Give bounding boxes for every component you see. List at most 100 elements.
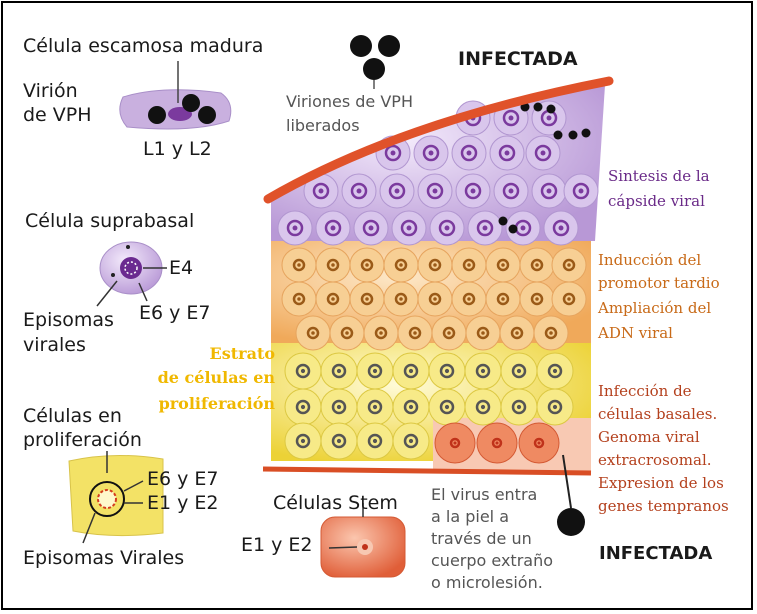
label-episomas-virales: Episomas Virales: [23, 548, 184, 569]
label-infection-6: genes tempranos: [598, 498, 729, 515]
label-virus-entry-3: través de un: [431, 530, 532, 548]
label-infection-5: Expresion de los: [598, 475, 724, 492]
purple-cell-nucleolus: [483, 226, 488, 231]
orange-cell-nucleolus: [365, 297, 369, 301]
purple-cell-nucleolus: [467, 151, 472, 156]
yellow-cell-nucleolus: [481, 369, 485, 373]
yellow-cell-nucleolus: [373, 369, 377, 373]
label-infection-4: extracrosomal.: [598, 452, 712, 469]
label-prolif-1: Células en: [23, 406, 122, 427]
purple-cell-nucleolus: [429, 151, 434, 156]
label-released-1: Viriones de VPH: [286, 93, 413, 111]
yellow-cell-nucleolus: [445, 405, 449, 409]
label-induction-4: ADN viral: [598, 325, 673, 342]
label-e1e2-stem: E1 y E2: [241, 535, 313, 556]
orange-cell-nucleolus: [501, 297, 505, 301]
purple-cell-nucleolus: [509, 116, 514, 121]
purple-cell-nucleolus: [505, 151, 510, 156]
label-capsid-2: cápside viral: [608, 193, 705, 210]
orange-cell-nucleolus: [311, 331, 315, 335]
purple-cell-nucleolus: [319, 189, 324, 194]
label-l1l2: L1 y L2: [143, 139, 212, 160]
label-mature-cell: Célula escamosa madura: [23, 36, 263, 57]
label-prolif-2: proliferación: [23, 430, 142, 451]
yellow-cell-nucleolus: [553, 369, 557, 373]
yellow-cell-nucleolus: [337, 439, 341, 443]
orange-cell-nucleolus: [433, 263, 437, 267]
orange-cell-nucleolus: [345, 331, 349, 335]
purple-cell-nucleolus: [331, 226, 336, 231]
orange-cell-nucleolus: [515, 331, 519, 335]
purple-cell-nucleolus: [391, 151, 396, 156]
basal-cell-nucleolus: [496, 442, 499, 445]
basal-cell-nucleolus: [454, 442, 457, 445]
label-infection-3: Genoma viral: [598, 429, 700, 446]
yellow-cell-nucleolus: [373, 439, 377, 443]
yellow-cell-nucleolus: [337, 369, 341, 373]
orange-cell-nucleolus: [331, 263, 335, 267]
virion-particle: [509, 225, 518, 234]
label-induction-3: Ampliación del: [598, 300, 711, 317]
label-episomas-2: virales: [23, 335, 86, 356]
label-estrato-1: Estrato: [151, 345, 275, 363]
label-estrato-2: de células en: [131, 369, 275, 387]
released-virions: [350, 35, 400, 89]
label-virus-entry-1: El virus entra: [431, 486, 537, 504]
orange-cell-nucleolus: [297, 263, 301, 267]
orange-cell-nucleolus: [399, 263, 403, 267]
label-e4: E4: [169, 258, 193, 279]
yellow-cell-nucleolus: [481, 405, 485, 409]
yellow-cell-nucleolus: [409, 369, 413, 373]
purple-cell-nucleolus: [369, 226, 374, 231]
orange-cell-nucleolus: [567, 297, 571, 301]
orange-cell-nucleolus: [535, 263, 539, 267]
purple-cell-nucleolus: [395, 189, 400, 194]
orange-cell-nucleolus: [501, 263, 505, 267]
label-e1e2-bottom: E1 y E2: [147, 493, 219, 514]
orange-cell-nucleolus: [535, 297, 539, 301]
label-e6e7-bottom: E6 y E7: [147, 469, 219, 490]
orange-cell-nucleolus: [481, 331, 485, 335]
purple-cell-nucleolus: [559, 226, 564, 231]
purple-cell-nucleolus: [471, 189, 476, 194]
orange-cell-nucleolus: [297, 297, 301, 301]
label-suprabasal: Célula suprabasal: [25, 211, 194, 232]
label-virus-entry-5: o microlesión.: [431, 574, 543, 592]
yellow-cell-nucleolus: [337, 405, 341, 409]
label-estrato-3: proliferación: [131, 395, 275, 413]
label-infection-2: células basales.: [598, 406, 717, 423]
yellow-cell-nucleolus: [409, 405, 413, 409]
yellow-cell-nucleolus: [517, 369, 521, 373]
purple-cell-nucleolus: [547, 116, 552, 121]
basal-cell-nucleolus: [538, 442, 541, 445]
orange-cell-nucleolus: [567, 263, 571, 267]
label-capsid-1: Sintesis de la: [608, 168, 710, 185]
virion-particle: [534, 103, 543, 112]
yellow-cell-nucleolus: [373, 405, 377, 409]
purple-cell-nucleolus: [509, 189, 514, 194]
label-infected-bottom: INFECTADA: [599, 544, 712, 564]
orange-cell-nucleolus: [467, 297, 471, 301]
yellow-cell-nucleolus: [553, 405, 557, 409]
orange-cell-nucleolus: [413, 331, 417, 335]
yellow-cell-nucleolus: [445, 369, 449, 373]
label-infection-1: Infección de: [598, 383, 692, 400]
orange-cell-nucleolus: [447, 331, 451, 335]
yellow-cell-nucleolus: [517, 405, 521, 409]
suprabasal-cell: [97, 242, 167, 306]
yellow-cell-nucleolus: [409, 439, 413, 443]
label-virus-entry-2: a la piel a: [431, 508, 509, 526]
yellow-cell-nucleolus: [301, 405, 305, 409]
purple-cell-nucleolus: [293, 226, 298, 231]
label-e6e7-top: E6 y E7: [139, 303, 211, 324]
orange-cell-nucleolus: [365, 263, 369, 267]
label-virion-2: de VPH: [23, 105, 92, 126]
purple-cell-nucleolus: [433, 189, 438, 194]
label-released-2: liberados: [286, 117, 360, 135]
purple-cell-nucleolus: [541, 151, 546, 156]
orange-cell-nucleolus: [379, 331, 383, 335]
purple-cell-nucleolus: [579, 189, 584, 194]
purple-cell-nucleolus: [521, 226, 526, 231]
virion-particle: [547, 105, 556, 114]
